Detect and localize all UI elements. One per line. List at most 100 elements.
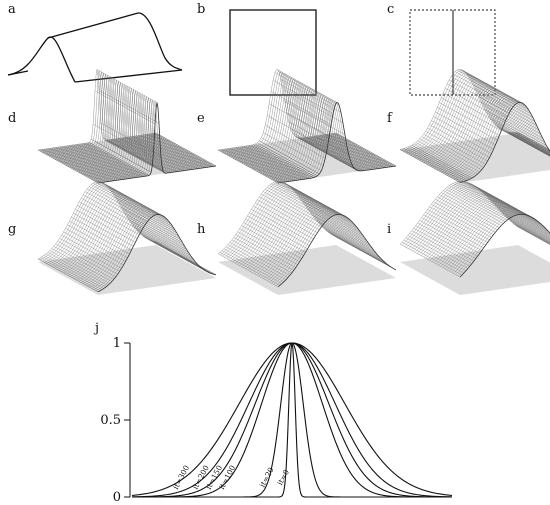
mesh-line: [67, 85, 187, 167]
mesh-line: [222, 183, 341, 257]
mesh-line: [425, 83, 544, 164]
mesh-line: [260, 92, 379, 174]
mesh-line: [50, 76, 169, 158]
mesh-line: [267, 96, 386, 178]
mesh-front-edge: [459, 213, 550, 278]
mesh-line: [414, 189, 534, 253]
mesh-front-edge: [277, 214, 397, 288]
mesh-line: [37, 69, 157, 151]
mesh-line: [72, 200, 191, 278]
mesh-line: [91, 210, 210, 289]
mesh-line: [63, 195, 182, 274]
panel-label-c: c: [387, 2, 394, 17]
mesh-line: [457, 212, 550, 277]
mesh-front-edge: [459, 102, 550, 183]
mesh-line: [421, 81, 540, 162]
mesh-base: [218, 245, 396, 295]
mesh-line: [273, 99, 392, 181]
y-tick-label-0.5: 0.5: [100, 413, 121, 428]
mesh-line: [228, 187, 347, 260]
mesh-line: [410, 187, 529, 251]
mesh-line: [267, 208, 386, 282]
mesh-line: [95, 213, 214, 291]
series-label-it-300: it=300: [171, 464, 191, 491]
mesh-line: [419, 79, 538, 161]
mesh-line: [423, 194, 542, 258]
panel-label-e: e: [197, 111, 205, 126]
mesh-front-edge: [97, 213, 217, 293]
mesh-line: [59, 81, 178, 162]
mesh-base: [38, 245, 216, 295]
mesh-line: [74, 89, 193, 171]
mesh-line: [404, 183, 523, 247]
mesh-line: [273, 211, 392, 285]
panel-label-h: h: [197, 222, 206, 237]
panel-h-mesh: [217, 181, 397, 295]
mesh-line: [265, 95, 384, 177]
mesh-line: [234, 190, 354, 264]
mesh-line: [399, 243, 461, 278]
panel-g-mesh: [37, 181, 217, 295]
mesh-line: [410, 75, 529, 156]
mesh-line: [429, 85, 548, 167]
panel-a-ridge: [7, 12, 183, 83]
mesh-line: [275, 101, 394, 182]
mesh-line: [48, 75, 167, 157]
mesh-line: [269, 209, 388, 283]
mesh-line: [416, 190, 536, 254]
mesh-line: [78, 91, 197, 173]
mesh-line: [455, 99, 550, 181]
mesh-line: [52, 189, 172, 268]
panel-b-square: [229, 9, 317, 96]
mesh-line: [85, 95, 204, 177]
mesh-line: [260, 204, 379, 278]
mesh-line: [446, 207, 550, 271]
mesh-line: [55, 190, 174, 269]
mesh-line: [224, 184, 343, 258]
mesh-line: [42, 71, 161, 153]
mesh-line: [76, 90, 195, 172]
mesh-line: [427, 196, 547, 260]
mesh-line: [93, 211, 212, 290]
mesh-line: [76, 202, 195, 281]
mesh-line: [425, 195, 544, 259]
series-it-300: [131, 342, 453, 496]
mesh-line: [241, 194, 360, 267]
mesh-line: [91, 98, 210, 180]
mesh-line: [44, 72, 163, 154]
mesh-line: [421, 192, 540, 256]
mesh-line: [406, 72, 525, 154]
mesh-line: [50, 188, 169, 267]
mesh-line: [406, 184, 525, 248]
y-tick-label-1: 1: [113, 336, 121, 351]
mesh-line: [408, 74, 527, 155]
mesh-line: [52, 77, 172, 159]
panel-j-chart: 0 0.5 1 it=0it=20it=100it=150it=200it=30…: [100, 336, 453, 505]
mesh-line: [442, 92, 550, 174]
curves: [131, 342, 453, 498]
mesh-line: [61, 82, 180, 164]
mesh-line: [230, 188, 349, 262]
mesh-line: [87, 208, 206, 287]
mesh-line: [237, 191, 356, 265]
mesh-line: [258, 91, 377, 173]
panel-label-j: j: [93, 321, 99, 336]
mesh-line: [457, 101, 550, 182]
mesh-line: [408, 185, 527, 249]
mesh-line: [453, 98, 550, 180]
mesh-line: [61, 194, 180, 272]
mesh-line: [46, 185, 165, 264]
mesh-line: [226, 185, 345, 259]
mesh-line: [239, 193, 358, 266]
mesh-line: [264, 207, 384, 280]
mesh-line: [427, 84, 546, 165]
mesh-line: [414, 77, 534, 158]
mesh-front-edge: [97, 102, 217, 184]
mesh-line: [256, 202, 375, 276]
mesh-line: [419, 191, 538, 255]
mesh-line: [254, 89, 373, 171]
mesh-line: [254, 201, 373, 274]
mesh-line: [417, 78, 536, 160]
mesh-line: [455, 211, 550, 275]
